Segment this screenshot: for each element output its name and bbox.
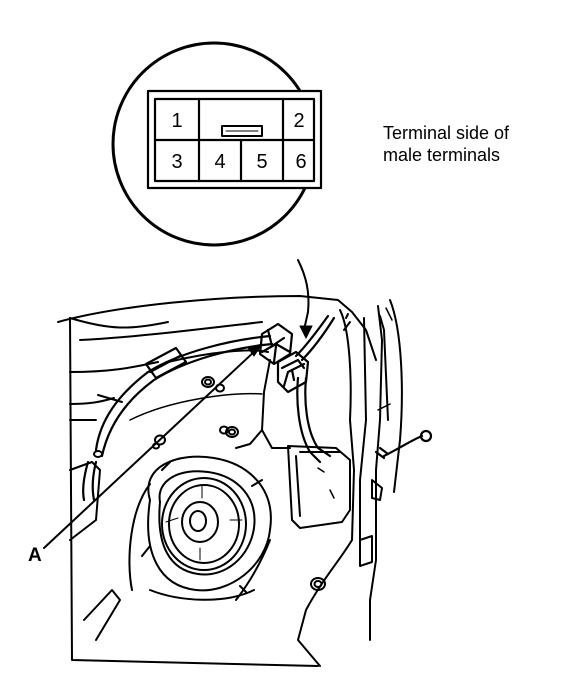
zoom-leader-line: [297, 259, 310, 331]
door-panel: [57, 295, 403, 667]
terminal-callout: Terminal side of male terminals: [383, 123, 510, 165]
callout-a-leader: [43, 349, 257, 549]
callout-line-1: Terminal side of: [383, 123, 510, 143]
callout-a-arrowhead: [247, 343, 263, 357]
pin-2: 2: [293, 110, 304, 132]
leader-arrowhead: [299, 325, 313, 339]
pin-6: 6: [295, 151, 306, 173]
pin-5: 5: [256, 151, 267, 173]
connector-a-housing: [258, 322, 294, 366]
connector-face: [146, 89, 323, 190]
connector-locking-tab: [221, 125, 263, 137]
wire-harness: [82, 314, 433, 502]
pin-3: 3: [171, 151, 182, 173]
pin-1: 1: [171, 110, 182, 132]
pin-4: 4: [214, 151, 225, 173]
callout-line-2: male terminals: [383, 145, 500, 165]
speaker-connector: [276, 350, 310, 394]
door-speaker: [128, 455, 272, 601]
connector-pins: 1 2 3 4 5 6: [171, 110, 306, 173]
label-a: A: [28, 545, 42, 566]
